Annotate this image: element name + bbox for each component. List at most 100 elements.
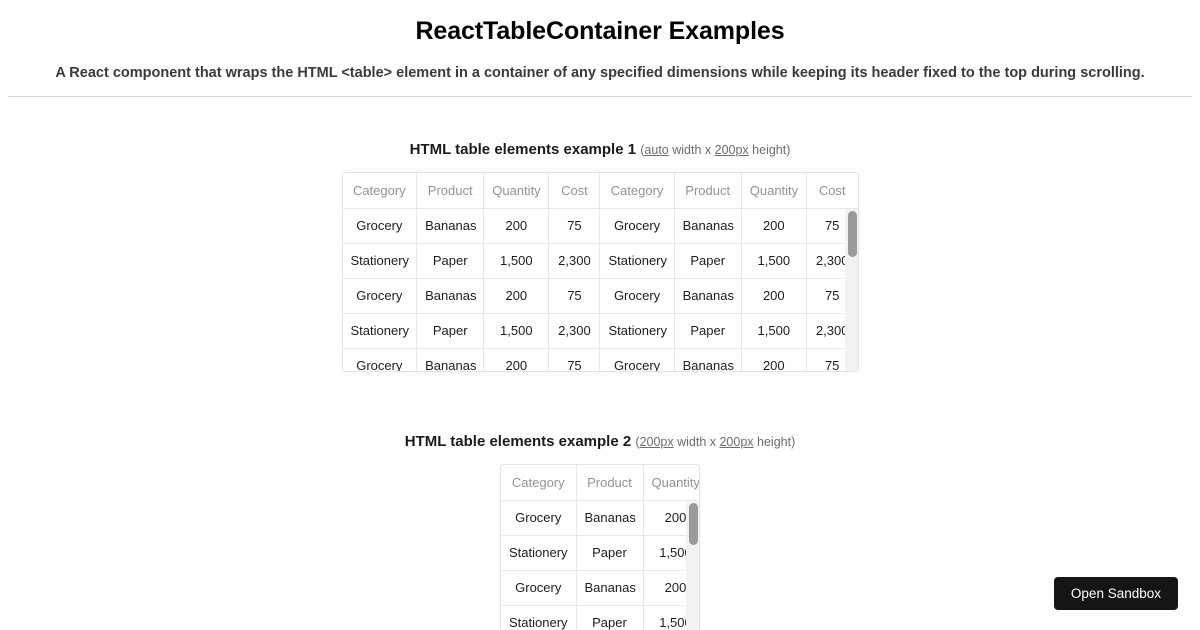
paren-close: height) [748,143,791,157]
example-1-heading: HTML table elements example 1 (auto widt… [410,140,791,160]
example-2-heading: HTML table elements example 2 (200px wid… [405,432,796,452]
table-cell: Paper [576,535,644,571]
header-divider [8,96,1192,97]
column-header: Product [416,173,485,209]
column-header: Quantity [483,173,550,209]
column-header: Quantity [741,173,807,209]
table-cell: Stationery [342,243,418,279]
paren-open: ( [640,143,645,157]
scrollbar-thumb[interactable] [689,503,698,545]
column-header: Product [576,465,644,501]
table-cell: 200 [483,348,550,371]
vertical-scrollbar-1[interactable] [844,209,858,371]
example-1-dims-mid: width x [668,143,715,157]
page-subtitle: A React component that wraps the HTML <t… [55,65,1145,81]
table-2-body: GroceryBananas20075StationeryPaper1,5002… [501,500,699,630]
table-cell: Paper [416,313,485,349]
table-cell: Stationery [599,313,675,349]
example-2-dims-mid: width x [673,435,720,449]
table-cell: Paper [674,313,742,349]
table-cell: 1,500 [483,243,550,279]
example-1-height-value: 200px [714,143,749,157]
table-cell: Grocery [342,348,418,371]
vertical-scrollbar-2[interactable] [686,501,699,630]
paren-close: height) [753,435,796,449]
table-cell: Bananas [674,208,742,244]
table-cell: Paper [576,605,644,630]
table-cell: Paper [416,243,485,279]
table-cell: Grocery [342,208,418,244]
example-1-dimensions: (auto width x 200px height) [640,143,790,157]
table-cell: 1,500 [741,313,807,349]
scrollbar-thumb[interactable] [847,211,857,257]
table-cell: Grocery [501,570,577,606]
table-cell: Bananas [416,348,485,371]
table-cell: Bananas [576,500,644,536]
example-1-title: HTML table elements example 1 [409,141,637,158]
column-header: Quantity [643,465,699,501]
table-cell: Bananas [674,348,742,371]
table-cell: 75 [548,278,601,314]
table-cell: 200 [483,208,550,244]
table-cell: 2,300 [548,243,601,279]
page-title: ReactTableContainer Examples [415,17,785,45]
example-2-height-value: 200px [719,435,754,449]
column-header: Cost [806,173,858,209]
table-cell: 2,300 [548,313,601,349]
column-header: Category [501,465,577,501]
table-cell: 1,500 [741,243,807,279]
table-cell: 200 [741,348,807,371]
table-cell: Stationery [501,535,577,571]
table-cell: Grocery [501,500,577,536]
table-cell: 200 [741,208,807,244]
example-1-width-value: auto [644,143,669,157]
table-cell: Grocery [599,278,675,314]
column-header: Cost [548,173,601,209]
table-cell: Stationery [342,313,418,349]
example-2-dimensions: (200px width x 200px height) [635,435,795,449]
open-sandbox-button[interactable]: Open Sandbox [1053,576,1178,610]
table-cell: Bananas [576,570,644,606]
table-cell: Bananas [416,208,485,244]
table-cell: Bananas [416,278,485,314]
table-cell: Bananas [674,278,742,314]
table-cell: 75 [548,208,601,244]
table-cell: Grocery [342,278,418,314]
table-cell: Stationery [501,605,577,630]
example-1-section: HTML table elements example 1 (auto widt… [8,140,1192,372]
column-header: Category [342,173,418,209]
table-cell: Grocery [599,208,675,244]
table-cell: 200 [741,278,807,314]
example-2-width-value: 200px [639,435,674,449]
table-cell: Stationery [599,243,675,279]
column-header: Product [674,173,742,209]
table-cell: 75 [548,348,601,371]
table-cell: 1,500 [483,313,550,349]
paren-open: ( [635,435,640,449]
table-cell: Grocery [599,348,675,371]
table-cell: Paper [674,243,742,279]
example-2-title: HTML table elements example 2 [404,433,632,450]
table-cell: 200 [483,278,550,314]
